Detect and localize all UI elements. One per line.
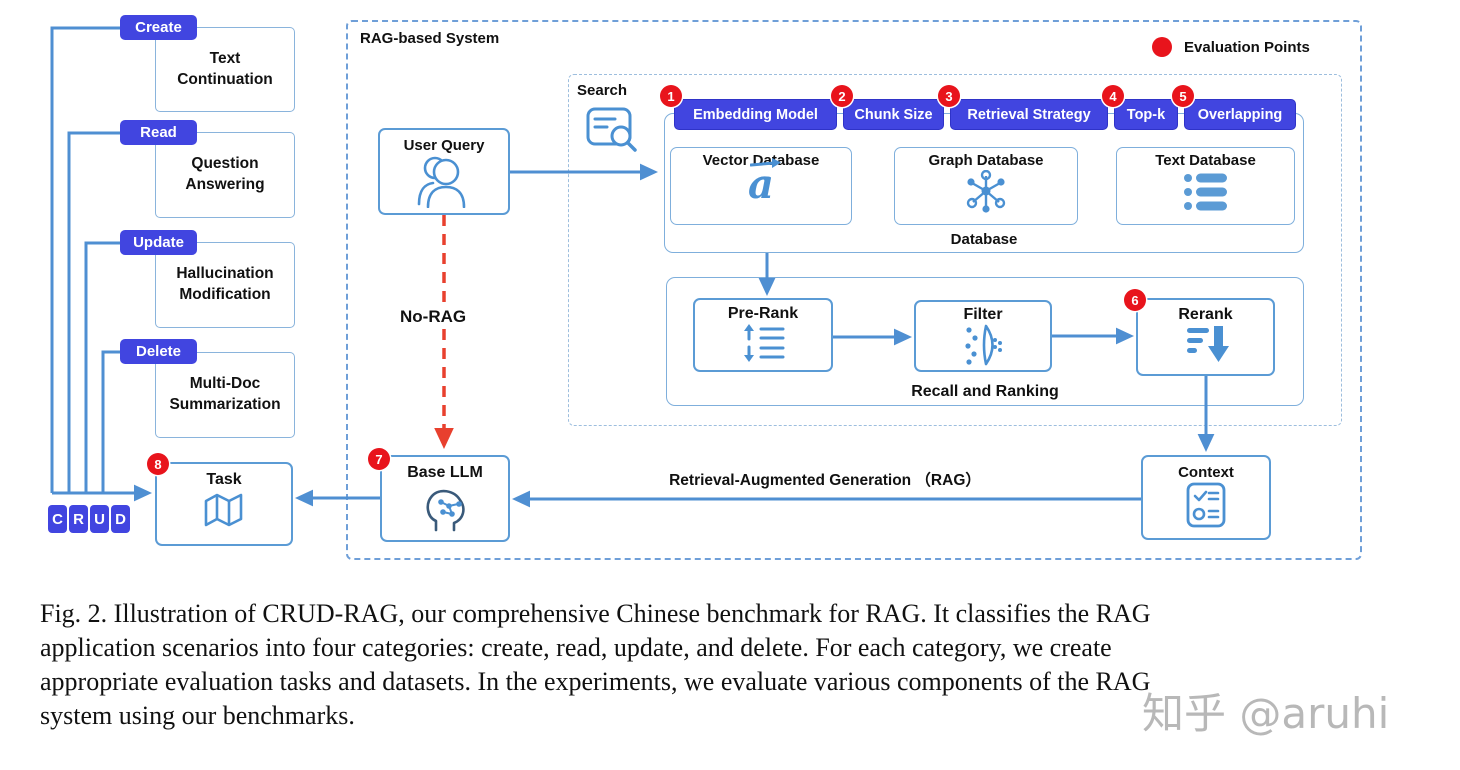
evaluation-point-4: 4 (1102, 85, 1124, 107)
recall-ranking-label: Recall and Ranking (911, 383, 1059, 400)
user-query-label: User Query (403, 137, 485, 154)
search-container: Search (568, 74, 1342, 426)
task-box-text-continuation: Text Continuation (155, 27, 295, 112)
sort-icon (744, 324, 785, 362)
task-node: Task (155, 462, 293, 546)
filter-label: Filter (963, 306, 1003, 323)
graph-icon (966, 170, 1006, 213)
user-query-node: User Query (378, 128, 510, 215)
recall-ranking-group: Recall and Ranking (666, 277, 1304, 406)
pill-retrieval-strategy: Retrieval Strategy (950, 99, 1108, 130)
line-read-to-r (67, 131, 120, 493)
search-label: Search (577, 82, 628, 99)
evaluation-point-7: 7 (368, 448, 390, 470)
checklist-icon (1186, 482, 1226, 528)
filter-node: Filter (914, 300, 1052, 372)
evaluation-point-3: 3 (938, 85, 960, 107)
crud-letter-d: D (111, 505, 130, 533)
task-node-label: Task (206, 471, 242, 488)
crud-letter-r: R (69, 505, 88, 533)
badge-create: Create (120, 15, 197, 40)
text-database-label: Text Database (1155, 152, 1256, 169)
pill-top-k: Top-k (1114, 99, 1178, 130)
evaluation-point-8: 8 (147, 453, 169, 475)
context-node: Context (1141, 455, 1271, 540)
base-llm-label: Base LLM (407, 464, 483, 481)
badge-delete: Delete (120, 339, 197, 364)
caption-line: appropriate evaluation tasks and dataset… (40, 667, 1151, 696)
task-label: Multi-Doc Summarization (169, 375, 281, 413)
evaluation-point-2: 2 (831, 85, 853, 107)
task-box-hallucination-modification: Hallucination Modification (155, 242, 295, 328)
context-label: Context (1178, 464, 1234, 481)
vector-icon: a (748, 158, 782, 205)
vector-database-node: Vector Database a (670, 147, 852, 225)
caption-line: application scenarios into four categori… (40, 633, 1112, 662)
rank-down-icon (1186, 326, 1229, 362)
text-database-node: Text Database (1116, 147, 1295, 225)
search-icon (586, 107, 637, 152)
badge-read: Read (120, 120, 197, 145)
rag-arrow-label: Retrieval-Augmented Generation （RAG） (669, 472, 981, 489)
pill-overlapping: Overlapping (1184, 99, 1296, 130)
crud-letter-u: U (90, 505, 109, 533)
graph-database-label: Graph Database (928, 152, 1044, 169)
list-icon (1183, 173, 1227, 211)
evaluation-point-6: 6 (1124, 289, 1146, 311)
graph-database-node: Graph Database (894, 147, 1078, 225)
line-update-to-u (84, 241, 120, 493)
crud-letter-row: C R U D (48, 505, 130, 533)
crud-letter-c: C (48, 505, 67, 533)
pill-chunk-size: Chunk Size (843, 99, 944, 130)
vector-arrow-icon (750, 158, 782, 168)
badge-update: Update (120, 230, 197, 255)
vector-database-label: Vector Database (702, 152, 820, 169)
ai-head-icon (426, 489, 465, 532)
rerank-label: Rerank (1178, 306, 1233, 323)
watermark: 知乎 @aruhi (1142, 689, 1390, 738)
pre-rank-node: Pre-Rank (693, 298, 833, 372)
task-box-question-answering: Question Answering (155, 132, 295, 218)
users-icon (417, 156, 466, 208)
task-label: Text Continuation (177, 49, 273, 88)
legend-label: Evaluation Points (1184, 39, 1310, 56)
rag-system-title: RAG-based System (360, 30, 500, 47)
task-label: Hallucination Modification (176, 265, 274, 303)
task-label: Question Answering (185, 155, 265, 193)
map-icon (204, 493, 243, 527)
rerank-node: Rerank (1136, 298, 1275, 376)
rag-system-container: RAG-based System (346, 20, 1362, 560)
evaluation-point-icon (1152, 37, 1172, 57)
caption-line: Fig. 2. Illustration of CRUD-RAG, our co… (40, 599, 1151, 628)
pill-embedding-model: Embedding Model (674, 99, 837, 130)
database-group-label: Database (950, 231, 1018, 248)
filter-icon (965, 324, 1002, 366)
caption-line: system using our benchmarks. (40, 701, 355, 730)
evaluation-point-1: 1 (660, 85, 682, 107)
line-create-to-c (50, 26, 120, 493)
line-delete-to-d (101, 350, 120, 493)
task-box-multi-doc-summarization: Multi-Doc Summarization (155, 352, 295, 438)
base-llm-node: Base LLM (380, 455, 510, 542)
figure-caption: Fig. 2. Illustration of CRUD-RAG, our co… (40, 597, 1151, 733)
evaluation-point-5: 5 (1172, 85, 1194, 107)
no-rag-label: No-RAG (396, 307, 471, 327)
pre-rank-label: Pre-Rank (727, 305, 799, 322)
